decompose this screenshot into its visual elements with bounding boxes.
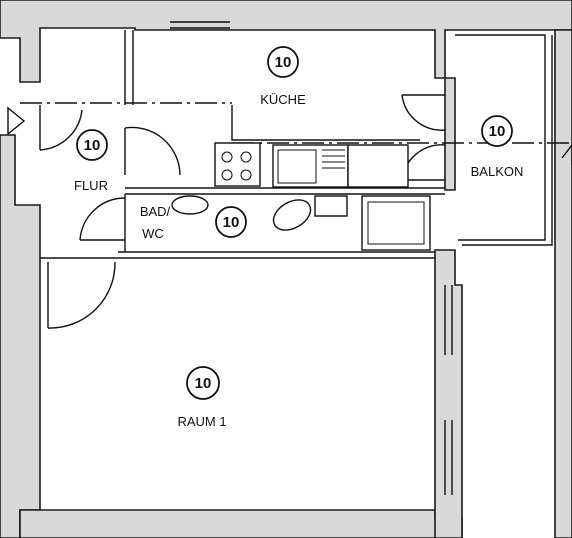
door-raum [47, 261, 116, 329]
wall-left [0, 134, 41, 538]
room-label: RAUM 1 [177, 414, 226, 429]
doors [39, 94, 446, 329]
stove [214, 142, 261, 187]
washbasin [171, 195, 209, 215]
door-kitchen [124, 126, 181, 176]
room-kueche: 10 KÜCHE [260, 46, 306, 107]
room-number: 10 [275, 54, 292, 71]
door-entry [39, 105, 83, 151]
bath-top-wall [125, 187, 445, 195]
toilet-bowl [272, 199, 312, 231]
section-arrow-left [7, 106, 26, 136]
room-number: 10 [489, 123, 506, 140]
room-number: 10 [195, 375, 212, 392]
counter [347, 144, 409, 188]
section-line [20, 102, 572, 144]
window-right-upper [444, 285, 453, 355]
door-balcony [401, 94, 446, 181]
shower-inner [367, 201, 425, 245]
room-label: BALKON [471, 164, 524, 179]
wall-right [434, 249, 463, 538]
room-label-line2: WC [142, 226, 164, 241]
burner-2 [240, 151, 252, 163]
room-flur: 10 FLUR [74, 129, 108, 193]
room-number: 10 [84, 137, 101, 154]
burner-4 [240, 169, 252, 181]
kitchen-sink [272, 144, 349, 188]
room-raum1: 10 RAUM 1 [177, 366, 227, 429]
room-label-line1: BAD/ [140, 204, 171, 219]
room-label: FLUR [74, 178, 108, 193]
wall-outer-right [554, 29, 572, 538]
room-badge [481, 115, 513, 147]
kitchen-counter-back [231, 105, 420, 141]
window-top [170, 21, 230, 29]
room-badge [76, 129, 108, 161]
room-number: 10 [223, 214, 240, 231]
burner-1 [221, 151, 233, 163]
shower-tray [361, 195, 431, 251]
wall-kitchen-right [444, 77, 456, 191]
window-right-lower [444, 420, 453, 495]
door-bath [79, 197, 126, 241]
bath-bottom-wall [118, 251, 435, 259]
partitions [40, 21, 553, 495]
wall-bottom [19, 509, 463, 538]
toilet-tank [314, 195, 348, 217]
burner-3 [221, 169, 233, 181]
room-bad: 10 BAD/ WC [140, 204, 247, 241]
wall-top [0, 0, 572, 83]
room-badge [186, 366, 220, 400]
room-badge [267, 46, 299, 78]
room-balkon: 10 BALKON [471, 115, 524, 179]
section-arrow-right [561, 144, 572, 165]
bath-fixtures [171, 195, 431, 251]
kitchen-fixtures [214, 142, 409, 188]
kitchen-sink-basin [277, 149, 317, 184]
kitchen-drainboard [322, 149, 345, 169]
room-label: KÜCHE [260, 92, 306, 107]
room-badge [215, 206, 247, 238]
kitchen-left-wall [124, 30, 134, 105]
